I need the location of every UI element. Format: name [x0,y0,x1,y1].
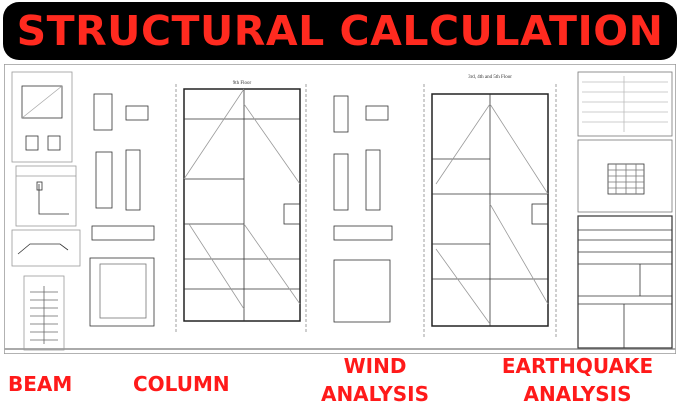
column-details [89,93,155,327]
earthquake-line-2: ANALYSIS [523,382,632,406]
banner-title: STRUCTURAL CALCULATION [16,7,664,55]
floor-plan-9th [175,84,307,334]
label-column: COLUMN [133,372,230,396]
label-earthquake-analysis: EARTHQUAKE ANALYSIS [490,352,665,408]
floor-plan-3rd-4th-5th [423,84,557,339]
wind-line-2: ANALYSIS [320,382,430,406]
wind-details [333,95,393,323]
plan-left-title: 9th Floor [233,81,252,86]
beam-details [11,71,81,351]
label-wind-analysis: WIND ANALYSIS [300,352,450,408]
wind-line-1: WIND [343,354,407,378]
structural-drawing-sheet: 9th Floor 3rd, 4th and 5th Floor [4,64,676,354]
earthquake-line-1: EARTHQUAKE [501,354,654,378]
plan-right-title: 3rd, 4th and 5th Floor [468,75,512,80]
title-block [577,71,673,349]
title-banner: STRUCTURAL CALCULATION [3,2,677,60]
label-beam: BEAM [8,372,73,396]
